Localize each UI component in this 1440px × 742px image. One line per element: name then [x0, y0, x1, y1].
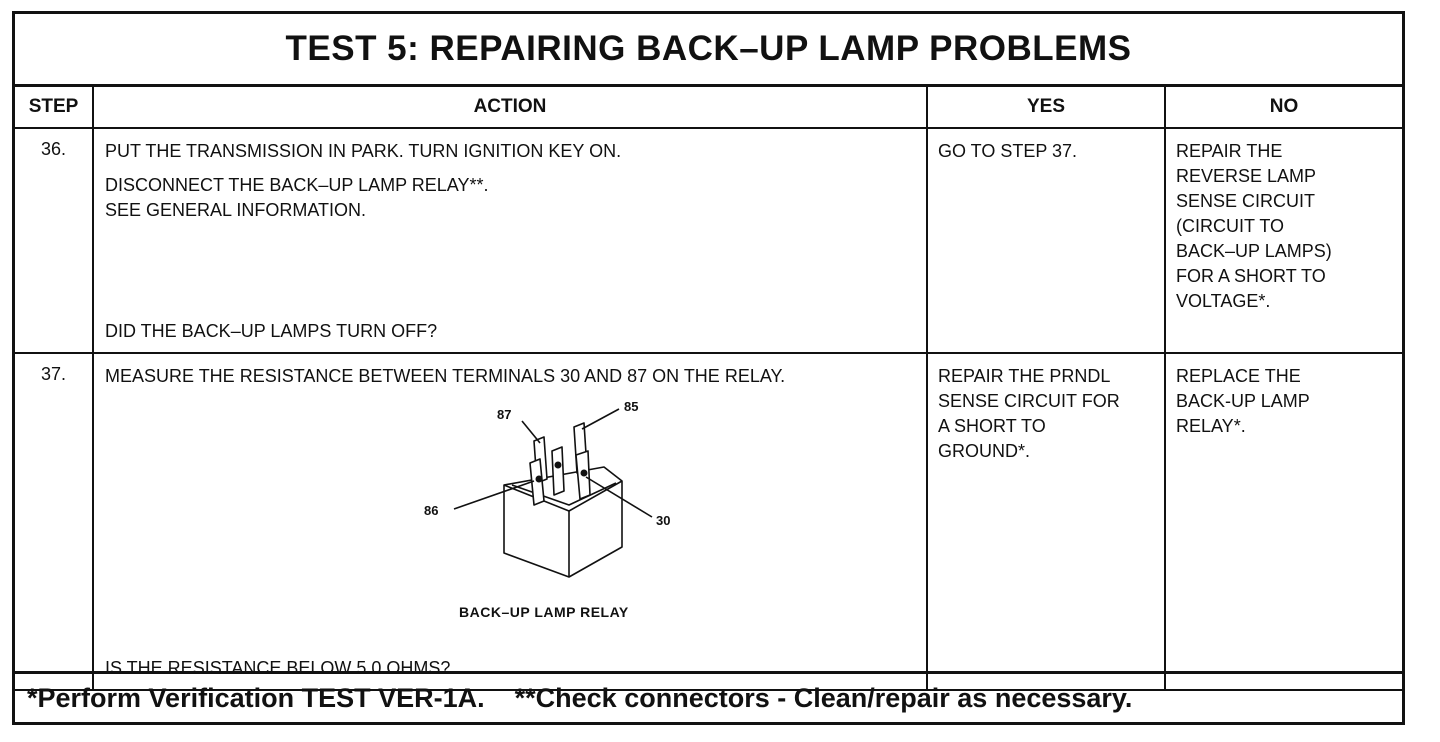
action-line: DISCONNECT THE BACK–UP LAMP RELAY**. — [105, 175, 489, 195]
terminal-label-30: 30 — [656, 513, 670, 528]
table-header-row: STEP ACTION YES NO — [15, 87, 1402, 129]
action-question: DID THE BACK–UP LAMPS TURN OFF? — [105, 321, 438, 341]
action-line: PUT THE TRANSMISSION IN PARK. TURN IGNIT… — [105, 141, 622, 161]
yes-text: GO TO STEP 37. — [938, 141, 1078, 161]
procedure-table: STEP ACTION YES NO 36. PUT THE TRANSMISS… — [15, 87, 1402, 691]
action-line: SEE GENERAL INFORMATION. — [105, 200, 367, 220]
relay-caption: BACK–UP LAMP RELAY — [459, 604, 629, 620]
header-step: STEP — [15, 87, 94, 129]
relay-diagram: 87 85 86 30 — [394, 399, 694, 629]
no-cell: REPAIR THE REVERSE LAMP SENSE CIRCUIT (C… — [1164, 127, 1402, 354]
action-cell: MEASURE THE RESISTANCE BETWEEN TERMINALS… — [92, 352, 928, 691]
terminal-label-87: 87 — [497, 407, 511, 422]
no-text: REPLACE THE BACK-UP LAMP RELAY*. — [1176, 366, 1310, 436]
footer-note-verification: *Perform Verification TEST VER-1A. — [27, 682, 485, 713]
page-title: TEST 5: REPAIRING BACK–UP LAMP PROBLEMS — [15, 14, 1402, 87]
action-cell: PUT THE TRANSMISSION IN PARK. TURN IGNIT… — [92, 127, 928, 354]
diagnostic-procedure-sheet: TEST 5: REPAIRING BACK–UP LAMP PROBLEMS … — [12, 11, 1405, 725]
header-action: ACTION — [92, 87, 928, 129]
header-no: NO — [1164, 87, 1402, 129]
relay-drawing: 87 85 86 30 — [424, 399, 670, 578]
terminal-label-85: 85 — [624, 399, 638, 414]
no-cell: REPLACE THE BACK-UP LAMP RELAY*. — [1164, 352, 1402, 691]
table-row: 36. PUT THE TRANSMISSION IN PARK. TURN I… — [15, 127, 1402, 354]
footer-note-connectors: **Check connectors - Clean/repair as nec… — [514, 682, 1133, 713]
header-yes: YES — [926, 87, 1166, 129]
table-row: 37. MEASURE THE RESISTANCE BETWEEN TERMI… — [15, 352, 1402, 691]
terminal-label-86: 86 — [424, 503, 438, 518]
yes-text: REPAIR THE PRNDL SENSE CIRCUIT FOR A SHO… — [938, 366, 1120, 461]
step-number: 37. — [15, 352, 94, 691]
yes-cell: GO TO STEP 37. — [926, 127, 1166, 354]
step-number: 36. — [15, 127, 94, 354]
yes-cell: REPAIR THE PRNDL SENSE CIRCUIT FOR A SHO… — [926, 352, 1166, 691]
footer-notes: *Perform Verification TEST VER-1A. **Che… — [15, 671, 1402, 722]
no-text: REPAIR THE REVERSE LAMP SENSE CIRCUIT (C… — [1176, 141, 1332, 311]
action-line: MEASURE THE RESISTANCE BETWEEN TERMINALS… — [105, 366, 786, 386]
